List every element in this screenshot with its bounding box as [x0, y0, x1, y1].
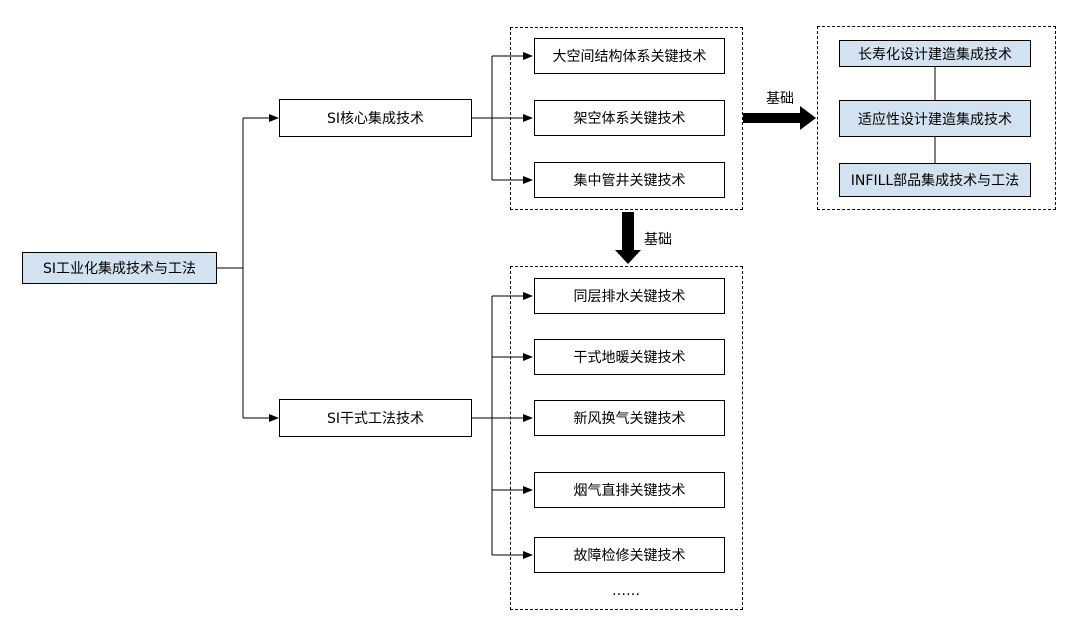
more-ellipsis: …… — [612, 583, 640, 599]
core-child-node: 架空体系关键技术 — [534, 100, 725, 136]
dry-techniques-group — [510, 266, 743, 610]
arrow-label-right: 基础 — [766, 91, 794, 107]
foundation-node: 长寿化设计建造集成技术 — [839, 40, 1031, 67]
foundation-group — [817, 26, 1056, 210]
root-node: SI工业化集成技术与工法 — [22, 252, 217, 284]
core-node: SI核心集成技术 — [279, 99, 472, 137]
dry-child-node: 新风换气关键技术 — [534, 400, 725, 436]
bold-arrow-down — [615, 212, 641, 264]
core-child-node: 大空间结构体系关键技术 — [534, 38, 725, 74]
dry-child-node: 故障检修关键技术 — [534, 537, 725, 573]
dry-child-node: 干式地暖关键技术 — [534, 339, 725, 375]
dry-child-node: 同层排水关键技术 — [534, 278, 725, 314]
foundation-node: 适应性设计建造集成技术 — [839, 100, 1031, 137]
core-child-node: 集中管井关键技术 — [534, 162, 725, 198]
dry-node: SI干式工法技术 — [279, 399, 472, 437]
dry-child-node: 烟气直排关键技术 — [534, 472, 725, 508]
core-techniques-group — [510, 27, 743, 210]
foundation-node: INFILL部品集成技术与工法 — [839, 163, 1031, 197]
arrow-label-down: 基础 — [644, 232, 672, 248]
bold-arrow-right — [743, 106, 816, 130]
